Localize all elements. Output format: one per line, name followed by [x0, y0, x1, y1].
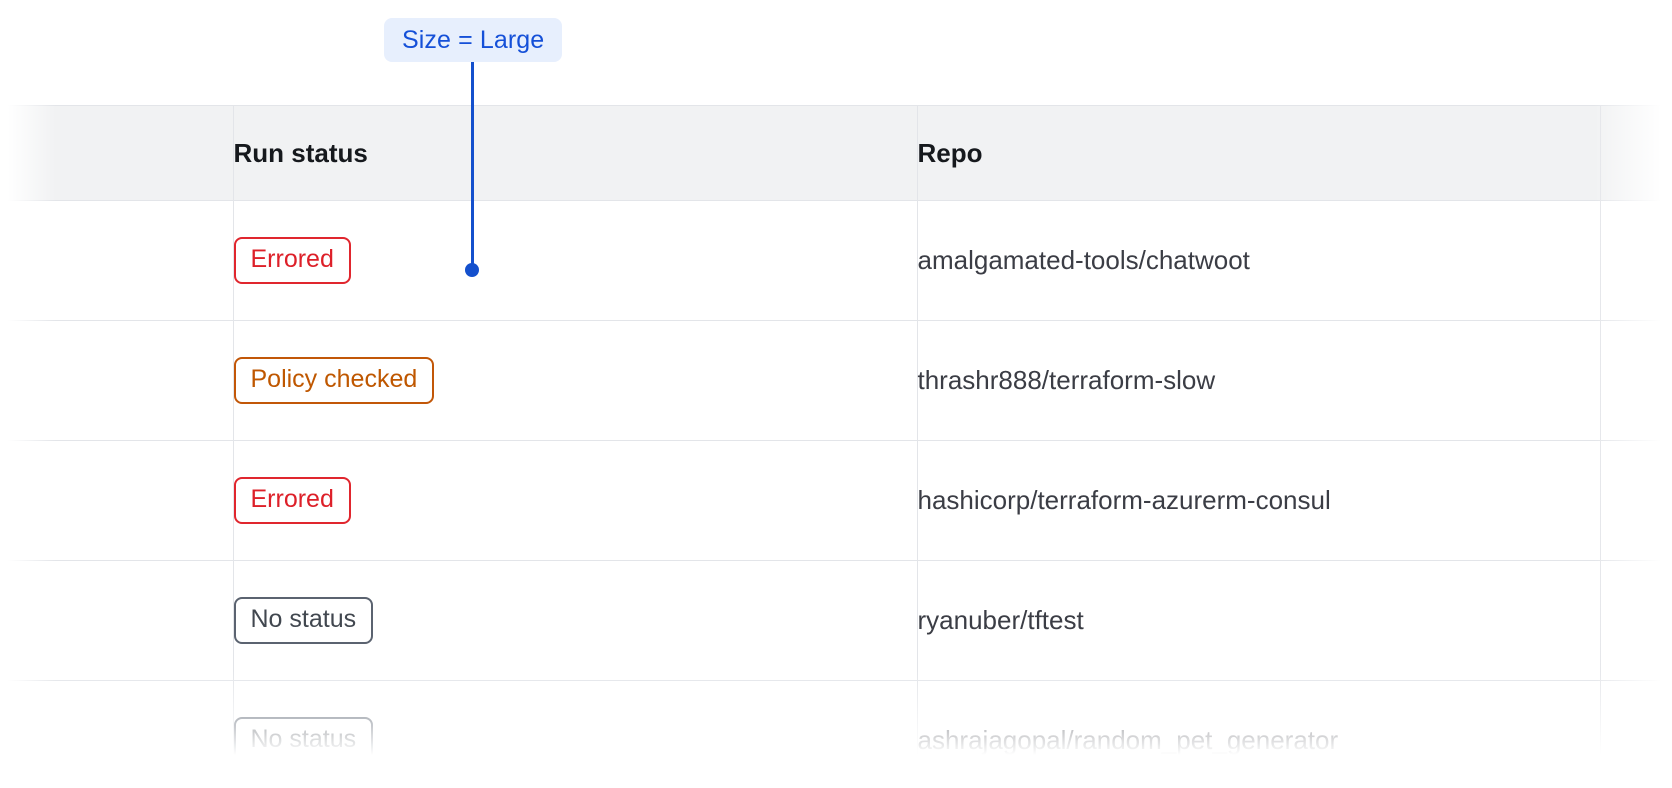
header-run-status[interactable]: Run status — [233, 105, 918, 201]
row-empty-cell — [50, 440, 234, 561]
row-tail-cell — [1600, 560, 1672, 681]
row-spacer — [0, 560, 50, 681]
row-tail-cell — [1600, 200, 1672, 321]
row-empty-cell — [50, 680, 234, 788]
table-header-row: Run status Repo — [0, 105, 1672, 201]
status-badge[interactable]: Errored — [233, 237, 351, 284]
row-spacer — [0, 440, 50, 561]
row-tail-cell — [1600, 680, 1672, 788]
row-empty-cell — [50, 200, 234, 321]
status-badge[interactable]: No status — [233, 597, 374, 644]
status-badge[interactable]: No status — [233, 717, 374, 764]
status-badge[interactable]: Policy checked — [233, 357, 435, 404]
row-tail-cell — [1600, 320, 1672, 441]
table-row[interactable]: Errored hashicorp/terraform-azurerm-cons… — [0, 440, 1672, 561]
run-status-cell: No status — [233, 560, 918, 681]
callout-anchor-dot — [465, 263, 479, 277]
callout-leader-line — [471, 62, 474, 269]
table-row[interactable]: No status ryanuber/tftest — [0, 560, 1672, 681]
row-empty-cell — [50, 320, 234, 441]
run-status-cell: Errored — [233, 440, 918, 561]
row-spacer — [0, 680, 50, 788]
table-row[interactable]: Errored amalgamated-tools/chatwoot — [0, 200, 1672, 321]
runs-table: Run status Repo Errored amalgamated-tool… — [0, 105, 1672, 788]
status-badge[interactable]: Errored — [233, 477, 351, 524]
data-table-viewport: Run status Repo Errored amalgamated-tool… — [0, 105, 1672, 788]
run-status-cell: Policy checked — [233, 320, 918, 441]
repo-cell[interactable]: ashrajagopal/random_pet_generator — [917, 680, 1601, 788]
row-tail-cell — [1600, 440, 1672, 561]
table-header: Run status Repo — [0, 105, 1672, 201]
header-empty-column — [50, 105, 234, 201]
header-tail — [1600, 105, 1672, 201]
run-status-cell: Errored — [233, 200, 918, 321]
repo-cell[interactable]: amalgamated-tools/chatwoot — [917, 200, 1601, 321]
repo-cell[interactable]: thrashr888/terraform-slow — [917, 320, 1601, 441]
row-spacer — [0, 320, 50, 441]
table-row[interactable]: No status ashrajagopal/random_pet_genera… — [0, 680, 1672, 788]
repo-cell[interactable]: ryanuber/tftest — [917, 560, 1601, 681]
table-body: Errored amalgamated-tools/chatwoot Polic… — [0, 200, 1672, 788]
row-spacer — [0, 200, 50, 321]
header-spacer — [0, 105, 50, 201]
table-row[interactable]: Policy checked thrashr888/terraform-slow — [0, 320, 1672, 441]
run-status-cell: No status — [233, 680, 918, 788]
header-repo[interactable]: Repo — [917, 105, 1601, 201]
callout-label: Size = Large — [384, 18, 563, 62]
repo-cell[interactable]: hashicorp/terraform-azurerm-consul — [917, 440, 1601, 561]
row-empty-cell — [50, 560, 234, 681]
